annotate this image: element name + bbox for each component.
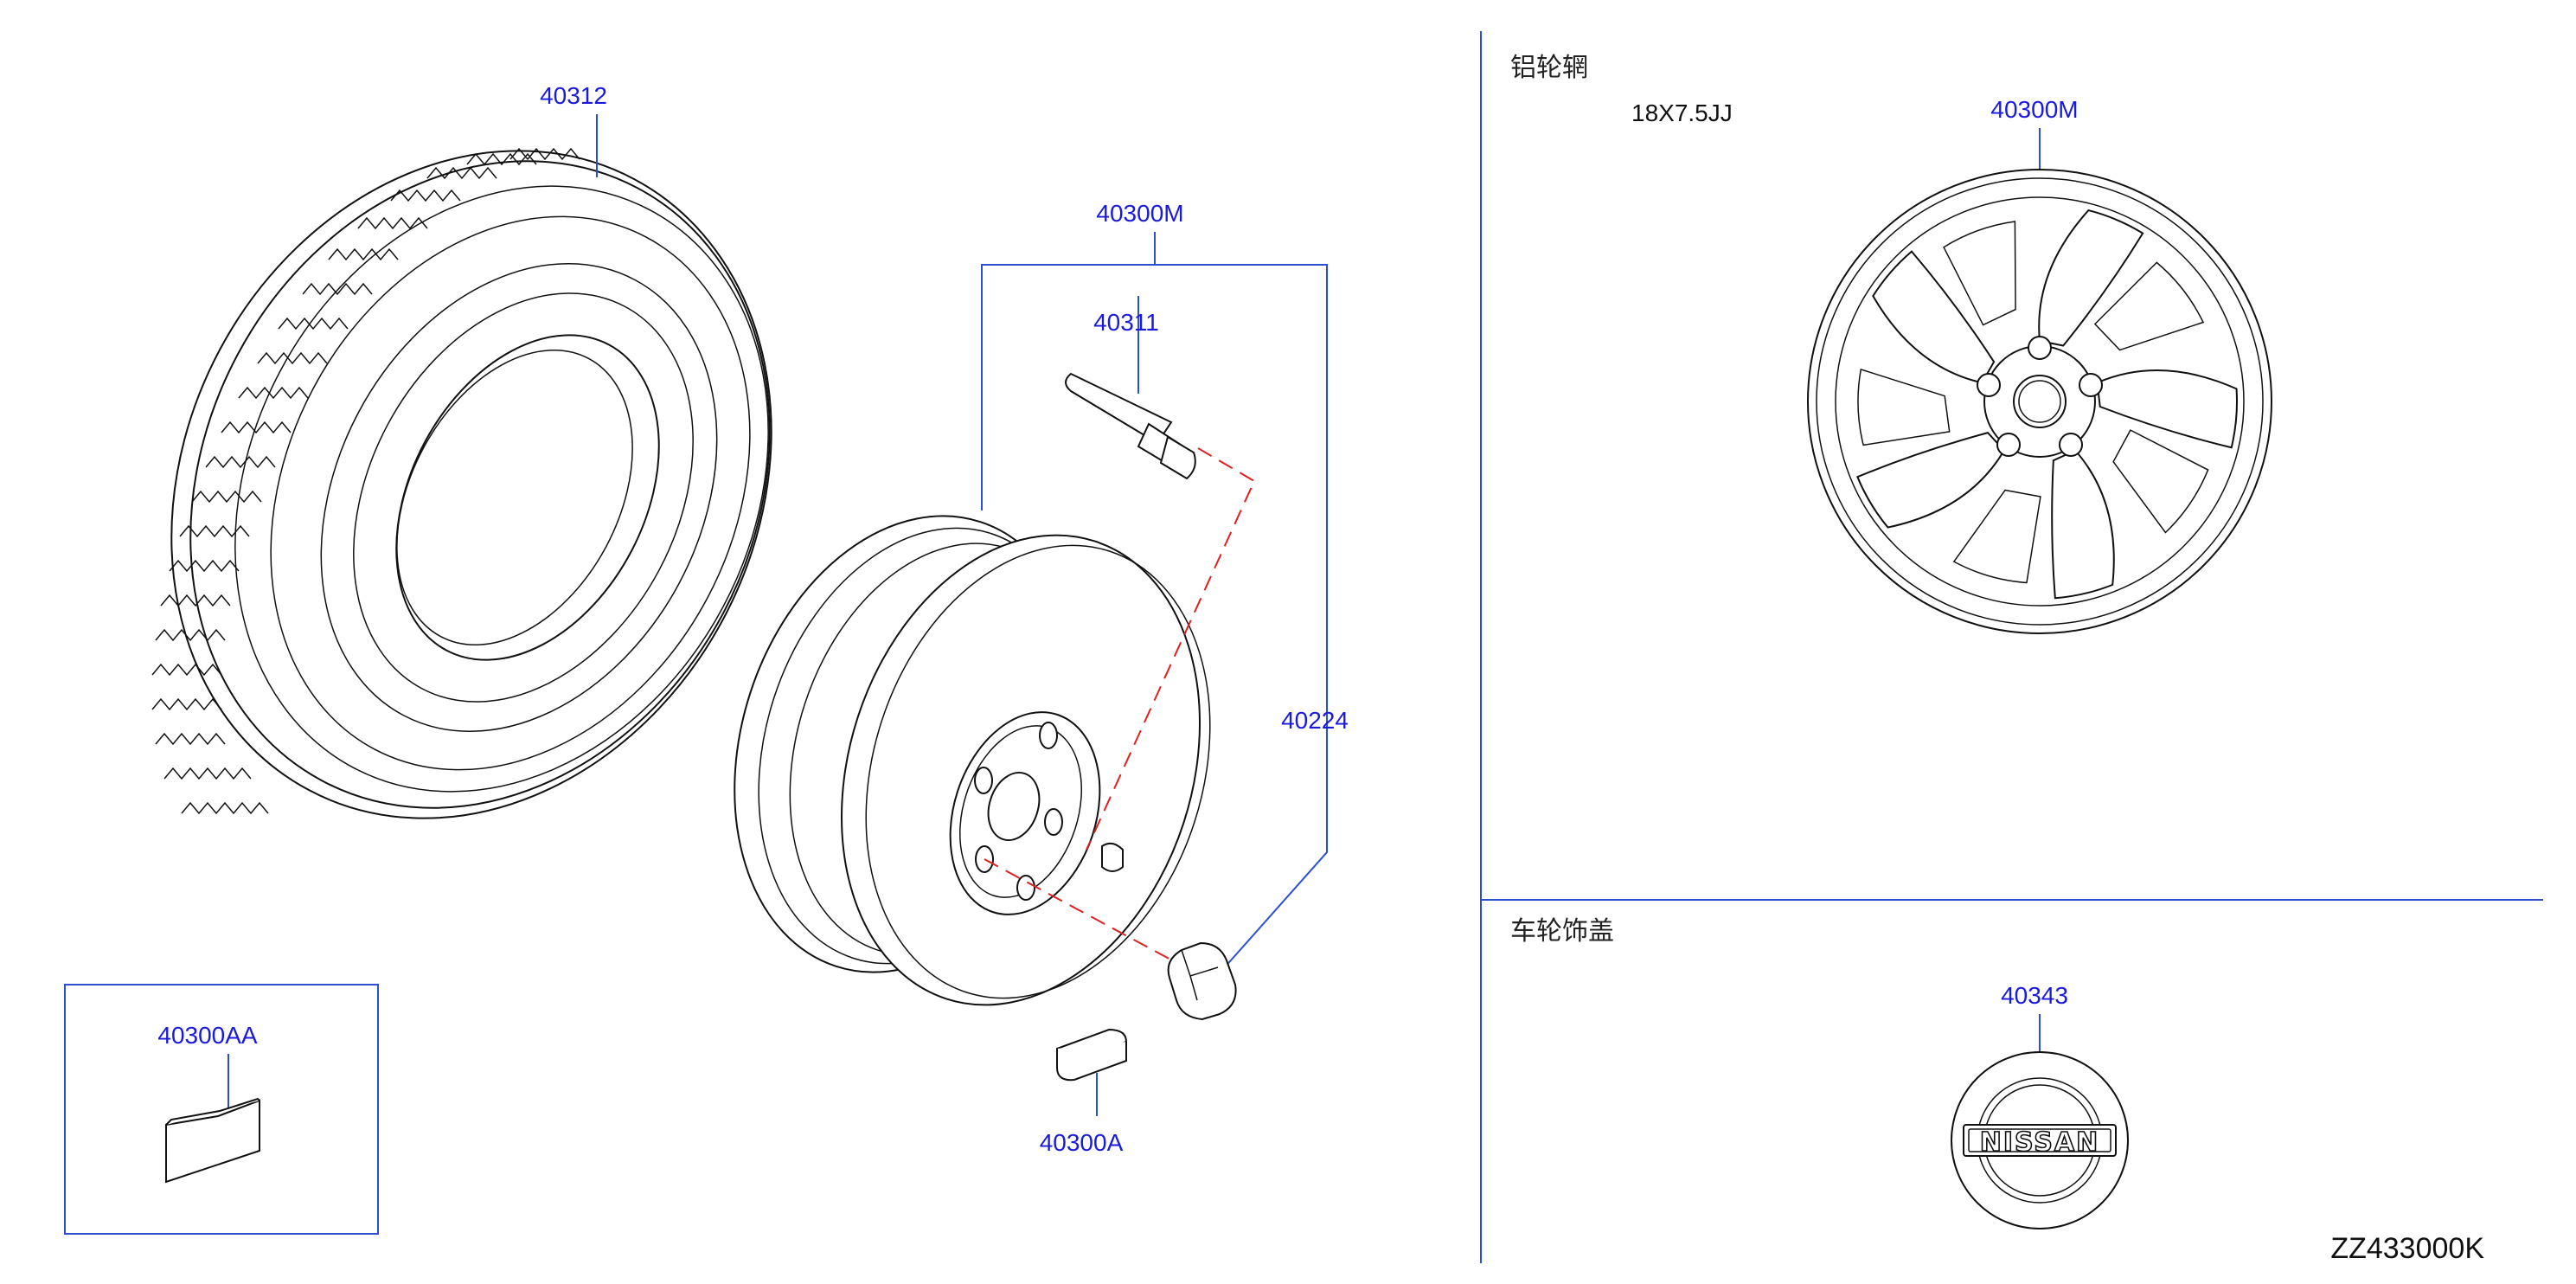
alloy-wheel-window [1857,368,1951,446]
alloy-wheel-spoke [2038,209,2144,347]
wheel-size-spec: 18X7.5JJ [1631,100,1733,126]
alloy-wheel-window [1952,489,2041,584]
diagram-code: ZZ433000K [2330,1232,2484,1265]
alloy-wheel-section-title: 铝轮辋 [1510,53,1588,83]
alloy-wheel-spoke [1872,250,1996,384]
alloy-wheel-window [2093,261,2205,351]
wheel-nut-illustration[interactable] [1167,941,1237,1021]
weight-kit-part-label[interactable]: 40300AA [157,1022,258,1049]
alloy-wheel-spoke [2051,449,2115,600]
nut-assembly-guide [984,858,1186,968]
wheel-nut-part-label[interactable]: 40224 [1281,707,1349,734]
valve-part-label[interactable]: 40311 [1093,309,1159,336]
tire-part-label[interactable]: 40312 [540,82,607,109]
balance-weight-part-label[interactable]: 40300A [1040,1129,1124,1156]
hub-stud-illustration[interactable] [1101,842,1124,872]
alloy-wheel-spoke [2096,369,2238,449]
wheel-assembly-bracket [981,264,1328,970]
alloy-wheel-spoke [1856,432,2006,529]
alloy-wheel-illustration[interactable] [1807,169,2272,634]
center-cap-illustration[interactable]: NISSAN [1951,1051,2129,1229]
wheel-cover-section-title: 车轮饰盖 [1510,916,1614,947]
valve-stem-illustration[interactable] [1065,372,1196,480]
tire-illustration[interactable] [57,45,886,924]
center-cap-part-label[interactable]: 40343 [2001,982,2068,1009]
weight-kit-illustration[interactable] [165,1097,260,1184]
wheel-assembly-part-label[interactable]: 40300M [1096,200,1183,227]
alloy-wheel-window [1943,221,2016,326]
alloy-wheel-window [2112,429,2209,534]
balance-weight-illustration[interactable] [1055,1028,1128,1082]
nissan-logo-text: NISSAN [1980,1127,2099,1158]
alloy-wheel-part-label[interactable]: 40300M [1990,96,2078,123]
weight-kit-box [64,984,379,1235]
steel-wheel-illustration[interactable] [678,471,1266,1052]
